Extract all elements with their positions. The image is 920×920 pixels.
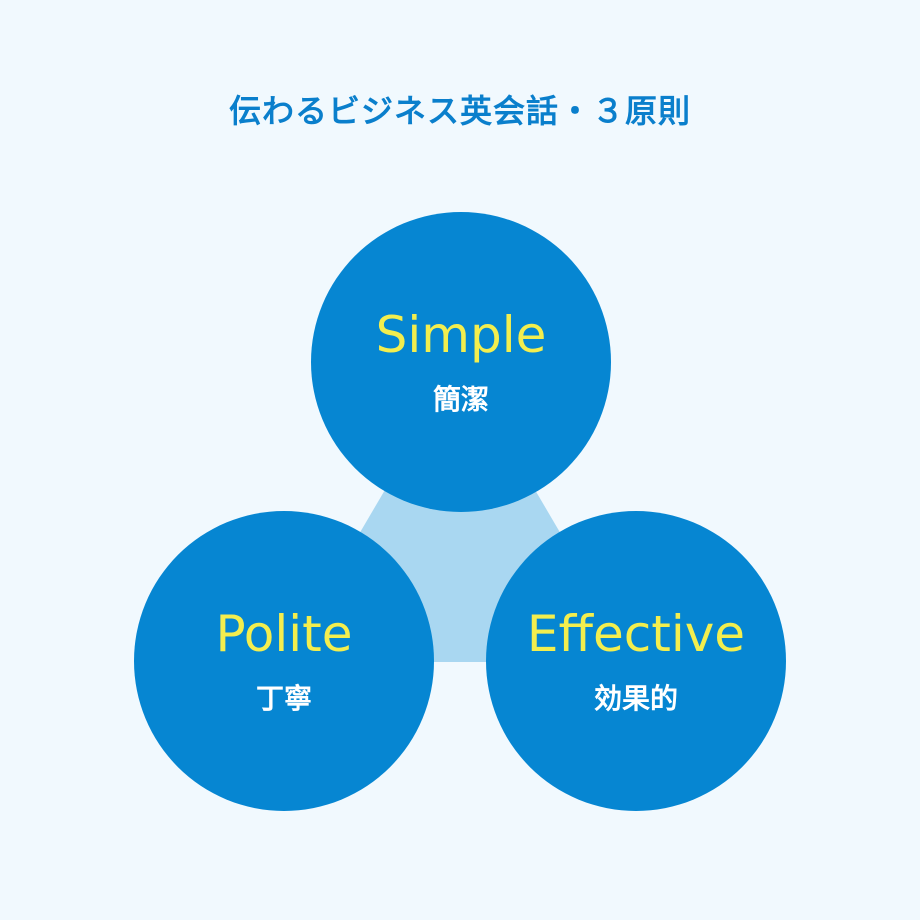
page-title: 伝わるビジネス英会話・３原則: [228, 92, 691, 130]
principle-english-label: Polite: [215, 605, 353, 663]
principle-english-label: Simple: [375, 306, 547, 364]
principle-japanese-label: 簡潔: [432, 383, 489, 416]
principle-circle-polite: Polite 丁寧: [134, 511, 434, 811]
principle-circle-simple: Simple 簡潔: [311, 212, 611, 512]
principle-japanese-label: 効果的: [593, 682, 678, 715]
principle-circle-effective: Effective 効果的: [486, 511, 786, 811]
principle-japanese-label: 丁寧: [255, 682, 312, 715]
principle-english-label: Effective: [526, 605, 746, 663]
